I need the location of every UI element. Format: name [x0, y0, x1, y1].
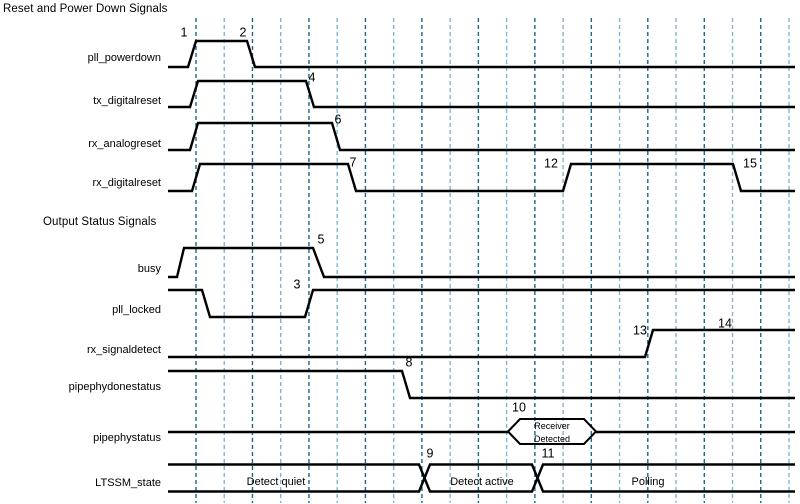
signal-row-LTSSM_state: Detect quiet Detect active Polling LTSSM_st…	[95, 463, 795, 493]
signal-label-rx_analogreset: rx_analogreset	[88, 138, 161, 150]
receiver-detected-bubble	[506, 418, 598, 445]
signal-label-pipephydonestatus: pipephydonestatus	[69, 381, 162, 393]
event-marker-10: 10	[512, 401, 526, 415]
signal-row-rx_signaldetect: rx_signaldetect	[87, 328, 795, 359]
signal-label-tx_digitalreset: tx_digitalreset	[93, 95, 161, 107]
event-marker-5: 5	[318, 233, 325, 247]
waveform-rx_analogreset	[168, 121, 795, 152]
receiver-detected-bubble-text: Detected	[534, 434, 570, 444]
waveform-rx_signaldetect	[168, 328, 795, 359]
waveform-rx_digitalreset	[168, 162, 795, 193]
event-marker-12: 12	[544, 157, 558, 171]
waveform-busy	[168, 246, 795, 279]
waveform-pll_powerdown	[168, 39, 795, 69]
event-marker-4: 4	[309, 71, 316, 85]
event-marker-2: 2	[240, 26, 247, 40]
event-marker-7: 7	[350, 156, 357, 170]
signal-label-busy: busy	[138, 263, 162, 275]
event-marker-13: 13	[633, 324, 647, 338]
diagram-title: Reset and Power Down Signals	[3, 3, 168, 15]
time-gridlines	[195, 18, 790, 503]
event-marker-9: 9	[427, 447, 434, 461]
signal-row-tx_digitalreset: tx_digitalreset	[93, 79, 795, 109]
receiver-detected-bubble-text: Receiver	[534, 421, 570, 431]
signal-row-pll_locked: pll_locked	[112, 288, 795, 319]
event-marker-11: 11	[542, 447, 555, 461]
event-marker-6: 6	[335, 113, 342, 127]
section-title-output-status: Output Status Signals	[43, 216, 157, 228]
waveform-pipephydonestatus	[168, 369, 795, 400]
event-marker-14: 14	[718, 317, 732, 331]
signal-row-busy: busy	[138, 246, 795, 279]
signal-label-rx_signaldetect: rx_signaldetect	[87, 344, 161, 356]
waveform-pll_locked	[168, 288, 795, 319]
event-marker-8: 8	[406, 356, 413, 370]
bus-LTSSM_state-line-a	[168, 463, 795, 493]
signal-row-pipephydonestatus: pipephydonestatus	[69, 369, 795, 400]
ltssm-segment-label-polling: Polling	[631, 476, 664, 488]
event-marker-3: 3	[294, 278, 301, 292]
event-marker-1: 1	[181, 26, 188, 40]
signal-row-rx_analogreset: rx_analogreset	[88, 121, 795, 152]
signal-label-rx_digitalreset: rx_digitalreset	[93, 177, 161, 189]
waveform-tx_digitalreset	[168, 79, 795, 109]
signal-label-pll_powerdown: pll_powerdown	[88, 52, 161, 64]
ltssm-segment-label-detect-active: Detect active	[450, 476, 514, 488]
event-marker-15: 15	[743, 157, 757, 171]
bus-LTSSM_state-line-b	[168, 463, 795, 493]
signal-row-rx_digitalreset: rx_digitalreset	[93, 162, 795, 193]
signal-label-pll_locked: pll_locked	[112, 304, 161, 316]
signal-label-pipephystatus: pipephystatus	[93, 432, 161, 444]
signal-label-LTSSM_state: LTSSM_state	[95, 477, 161, 489]
signal-row-pll_powerdown: pll_powerdown	[88, 39, 795, 69]
ltssm-segment-label-detect-quiet: Detect quiet	[247, 476, 306, 488]
